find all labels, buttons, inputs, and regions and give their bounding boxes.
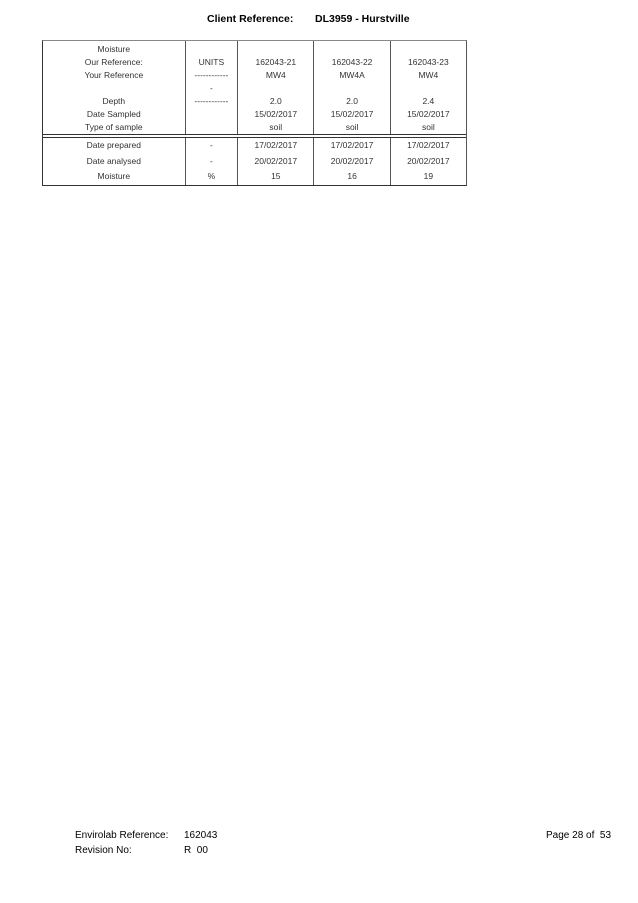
label-your-reference: Your Reference [84, 70, 144, 80]
table-row: Date prepared - 17/02/2017 17/02/2017 17… [43, 138, 466, 154]
sample-your-ref: MW4 [418, 70, 439, 80]
units-dashes-1: ------------ [194, 70, 229, 80]
client-reference-value: DL3959 - Hurstville [315, 13, 410, 25]
blank-line [238, 43, 313, 56]
row-label: Date prepared [43, 138, 186, 154]
row-value: 20/02/2017 [238, 153, 315, 169]
client-reference-label: Client Reference: [207, 13, 294, 25]
row-unit: % [186, 169, 239, 185]
page-number: Page 28 of 53 [546, 830, 612, 841]
row-value: 17/02/2017 [407, 140, 450, 150]
row-value: 19 [423, 171, 434, 181]
sample-depth: 2.4 [422, 96, 435, 106]
revision-label: Revision No: [75, 845, 132, 856]
row-value: 20/02/2017 [407, 155, 450, 166]
envirolab-reference-value: 162043 [184, 830, 218, 841]
blank-line [43, 82, 185, 95]
sample-header-block: Moisture Our Reference: Your Reference D… [43, 41, 466, 134]
sample-type: soil [345, 122, 359, 132]
row-unit: - [186, 153, 239, 169]
blank-line [186, 121, 238, 134]
blank-line [314, 82, 389, 95]
results-block: Date prepared - 17/02/2017 17/02/2017 17… [43, 138, 466, 185]
row-unit: - [186, 138, 239, 154]
blank-line [314, 43, 389, 56]
row-value: 15 [238, 169, 315, 185]
row-value: 17/02/2017 [238, 138, 315, 154]
sample-our-ref: 162043-21 [255, 57, 297, 67]
header-separator [43, 134, 466, 138]
sample-column: 162043-21 MW4 2.0 15/02/2017 soil [238, 41, 315, 134]
label-type-of-sample: Type of sample [85, 122, 143, 132]
units-dashes-2: ------------ [194, 96, 229, 106]
units-header: UNITS [198, 57, 225, 67]
label-depth: Depth [102, 96, 126, 106]
row-value: 20/02/2017 [314, 153, 391, 169]
blank-line [186, 43, 238, 56]
sample-type: soil [421, 122, 435, 132]
revision-value: R 00 [184, 845, 208, 856]
label-our-reference: Our Reference: [84, 57, 143, 67]
sample-depth: 2.0 [269, 96, 282, 106]
envirolab-reference-label: Envirolab Reference: [75, 830, 169, 841]
row-value: 17/02/2017 [314, 138, 391, 154]
row-label: Date analysed [43, 153, 186, 169]
table-row: Date analysed - 20/02/2017 20/02/2017 20… [43, 153, 466, 169]
sample-date-sampled: 15/02/2017 [330, 109, 374, 119]
blank-line [238, 82, 313, 95]
sample-column: 162043-23 MW4 2.4 15/02/2017 soil [391, 41, 466, 134]
units-dash: - [209, 83, 213, 93]
blank-line [186, 108, 238, 121]
sample-date-sampled: 15/02/2017 [407, 109, 450, 119]
blank-line [391, 43, 466, 56]
blank-line [391, 82, 466, 95]
moisture-results-table: Moisture Our Reference: Your Reference D… [42, 40, 467, 186]
units-column: UNITS ------------ - ------------ [186, 41, 239, 134]
label-date-sampled: Date Sampled [86, 109, 141, 119]
sample-our-ref: 162043-23 [408, 57, 449, 67]
sample-type: soil [269, 122, 283, 132]
sample-depth: 2.0 [346, 96, 358, 106]
sample-your-ref: MW4A [339, 70, 365, 80]
sample-our-ref: 162043-22 [331, 57, 373, 67]
table-row: Moisture % 15 16 19 [43, 169, 466, 185]
row-value: 16 [314, 169, 391, 185]
sample-column: 162043-22 MW4A 2.0 15/02/2017 soil [314, 41, 391, 134]
row-label: Moisture [43, 169, 186, 185]
section-title: Moisture [97, 44, 131, 54]
sample-your-ref: MW4 [265, 70, 286, 80]
header-labels-column: Moisture Our Reference: Your Reference D… [43, 41, 186, 134]
sample-date-sampled: 15/02/2017 [254, 109, 298, 119]
